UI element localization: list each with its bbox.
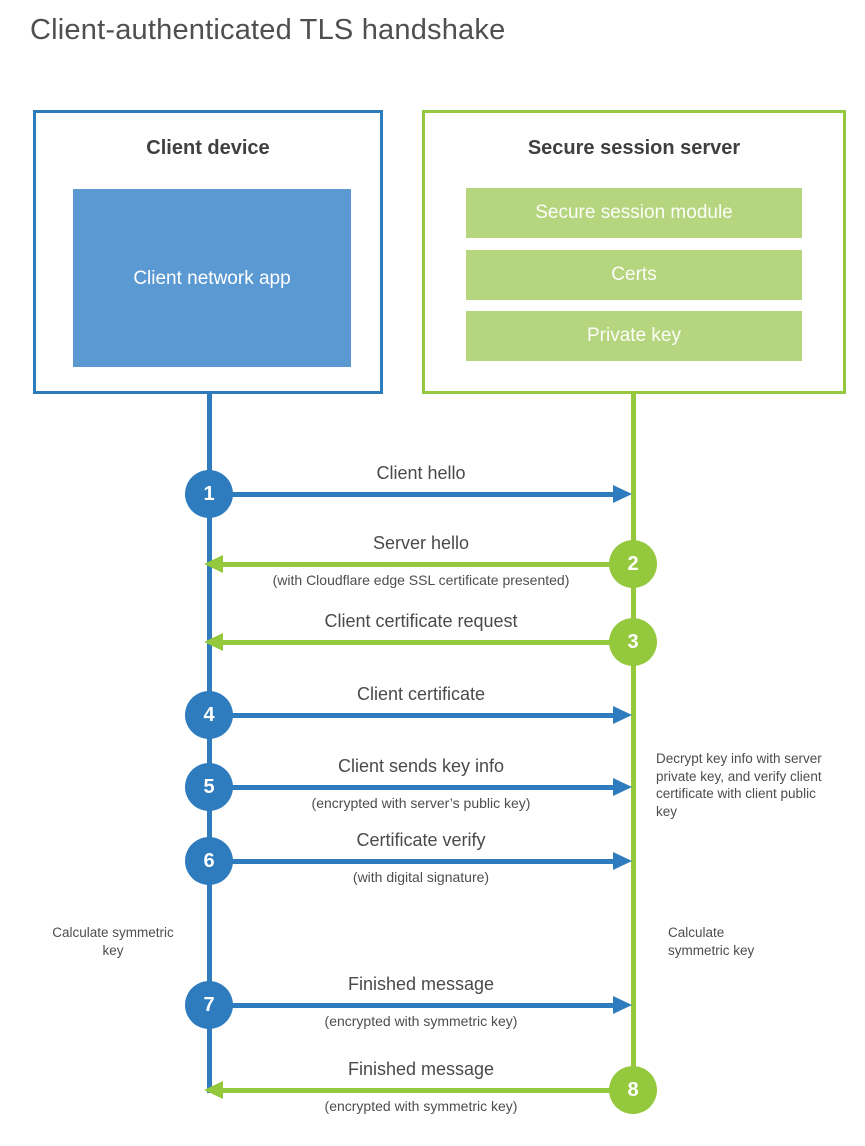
step-5-arrow [209,785,614,790]
step-5-sublabel: (encrypted with server’s public key) [311,795,531,811]
step-8-label: Finished message [347,1059,495,1079]
step-3-label: Client certificate request [324,611,518,631]
step-3-circle: 3 [609,618,657,666]
step-2-arrow [223,562,633,567]
step-5-arrowhead-right-icon [613,778,632,796]
step-8-circle: 8 [609,1066,657,1114]
page-title: Client-authenticated TLS handshake [30,14,506,46]
server-module-private-key: Private key [466,311,802,361]
step-1-arrow [209,492,614,497]
step-4-circle: 4 [185,691,233,739]
step-7-arrow [209,1003,614,1008]
server-module-certs: Certs [466,250,802,300]
step-8-arrowhead-left-icon [204,1081,223,1099]
step-6-circle: 6 [185,837,233,885]
step-6-label: Certificate verify [356,830,486,850]
step-6-arrow [209,859,614,864]
server-decrypt-note: Decrypt key info with server private key… [656,751,822,819]
step-1-circle: 1 [185,470,233,518]
step-5-label: Client sends key info [337,756,505,776]
step-3-arrowhead-left-icon [204,633,223,651]
step-2-arrowhead-left-icon [204,555,223,573]
step-7-sublabel: (encrypted with symmetric key) [324,1013,518,1029]
step-2-label: Server hello [372,533,470,553]
client-network-app-box: Client network app [73,189,351,367]
client-network-app-label: Client network app [133,267,291,289]
step-4-arrow [209,713,614,718]
step-3-arrow [223,640,633,645]
step-4-label: Client certificate [356,684,486,704]
step-6-sublabel: (with digital signature) [352,869,490,885]
step-2-circle: 2 [609,540,657,588]
step-1-arrowhead-right-icon [613,485,632,503]
server-lifeline [631,393,636,1114]
step-7-arrowhead-right-icon [613,996,632,1014]
client-calculate-symmetric-key-note: Calculate symmetric key [52,925,174,958]
server-calculate-symmetric-key-note: Calculate symmetric key [668,925,755,958]
step-2-sublabel: (with Cloudflare edge SSL certificate pr… [272,572,570,588]
client-lifeline [207,393,212,1093]
step-8-arrow [223,1088,633,1093]
secure-session-server-title: Secure session server [527,137,741,159]
server-module-secure-session: Secure session module [466,188,802,238]
step-7-circle: 7 [185,981,233,1029]
step-6-arrowhead-right-icon [613,852,632,870]
secure-session-server-box: Secure session server Secure session mod… [422,110,846,394]
step-1-label: Client hello [376,463,466,483]
step-5-circle: 5 [185,763,233,811]
client-device-box: Client device Client network app [33,110,383,394]
step-8-sublabel: (encrypted with symmetric key) [324,1098,518,1114]
step-7-label: Finished message [347,974,495,994]
client-device-title: Client device [146,137,270,159]
step-4-arrowhead-right-icon [613,706,632,724]
